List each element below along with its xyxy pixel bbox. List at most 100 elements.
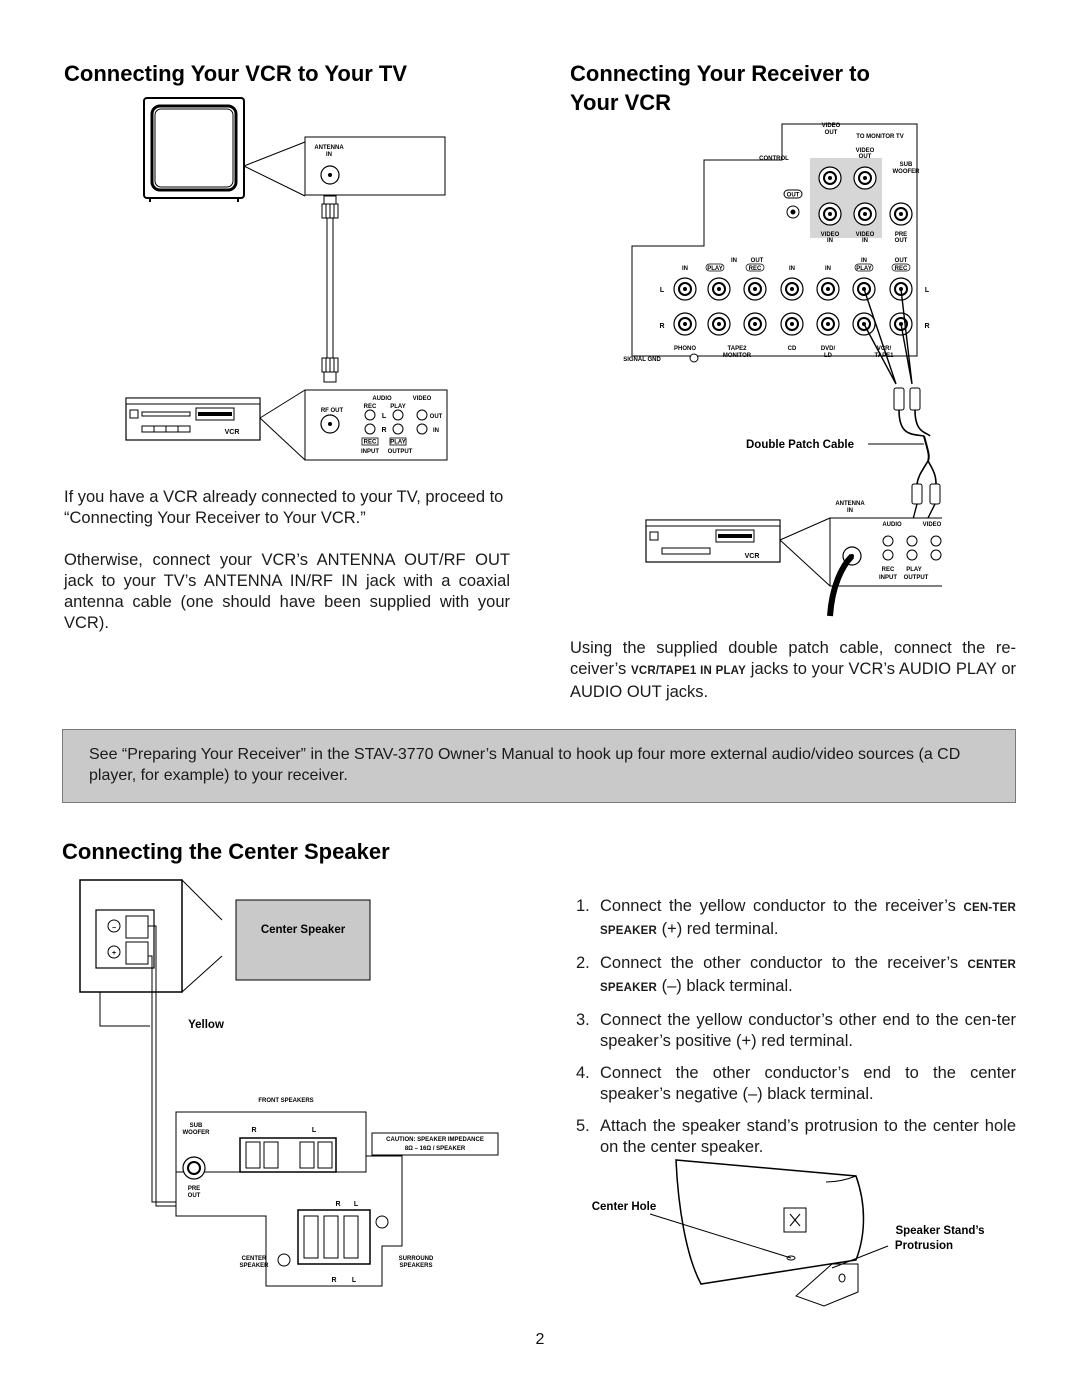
video-jacks [818,166,913,226]
step-2: 2.Connect the other conductor to the rec… [576,954,1016,995]
note-text: See “Preparing Your Receiver” in the STA… [89,746,961,784]
svg-text:CD: CD [788,346,797,352]
receiver-vcr-para: Using the supplied double patch cable, c… [570,639,1016,701]
svg-text:IN: IN [789,266,795,272]
svg-text:OUT: OUT [895,258,908,264]
svg-text:L: L [352,1277,357,1284]
svg-text:IN: IN [682,266,688,272]
center-speaker-diagram: − + Center Speaker Yellow FRONT SPEAKERS… [79,879,499,1287]
svg-text:PLAY: PLAY [390,440,405,446]
svg-text:PLAY: PLAY [856,266,871,272]
center-speaker-terminal-label: SPEAKER [239,1263,269,1269]
svg-text:IN: IN [827,238,833,244]
heading-vcr-to-tv: Connecting Your VCR to Your TV [64,61,408,86]
svg-text:PRE: PRE [895,232,907,238]
svg-text:VIDEO: VIDEO [821,232,840,238]
step-4: 4.Connect the other conductor’s end to t… [576,1064,1016,1103]
svg-text:VCR: VCR [745,553,760,560]
to-monitor-tv-label: TO MONITOR TV [856,134,903,140]
svg-text:R: R [659,323,664,330]
svg-text:OUTPUT: OUTPUT [904,575,929,581]
svg-text:R: R [924,323,929,330]
rf-out-label: RF OUT [321,408,344,414]
svg-text:TAPE1: TAPE1 [875,353,895,359]
l-label: L [382,413,387,420]
tv-illustration [143,97,245,202]
ground-icon [689,353,699,363]
svg-text:PLAY: PLAY [707,266,722,272]
yellow-label: Yellow [188,1019,224,1031]
audio-jacks [673,277,913,336]
svg-text:OUT: OUT [188,1193,201,1199]
svg-text:DVD/: DVD/ [821,346,836,352]
svg-text:TAPE2: TAPE2 [728,346,748,352]
heading-receiver-to-vcr-line-2: Your VCR [570,90,672,115]
svg-text:PHONO: PHONO [674,346,696,352]
svg-text:REC: REC [364,440,377,446]
svg-text:SUB: SUB [900,162,913,168]
svg-text:SUB: SUB [190,1123,203,1129]
input-label: INPUT [361,449,379,455]
double-patch-cable-label: Double Patch Cable [746,439,854,451]
svg-text:VIDEO: VIDEO [856,232,875,238]
svg-text:OUT: OUT [895,238,908,244]
svg-text:REC: REC [749,266,762,272]
vcr-tv-para-2: Otherwise, connect your VCR’s ANTENNA OU… [64,551,510,632]
svg-text:ANTENNA: ANTENNA [835,501,865,507]
impedance-label: 8Ω – 16Ω / SPEAKER [405,1146,466,1152]
svg-text:R: R [335,1201,340,1208]
svg-text:REC: REC [895,266,908,272]
step-1: 1.Connect the yellow conductor to the re… [576,897,1016,938]
svg-text:L: L [660,287,665,294]
note-box: See “Preparing Your Receiver” in the STA… [62,729,1016,803]
svg-text:CENTER: CENTER [242,1256,267,1262]
r-label: R [381,427,386,434]
control-label: CONTROL [759,156,789,162]
svg-text:LD: LD [824,353,833,359]
vcr-tv-diagram: ANTENNA IN VCR RF OUT AUDIO VIDEO REC PL… [125,97,448,461]
output-label: OUTPUT [388,449,413,455]
front-speakers-label: FRONT SPEAKERS [258,1098,313,1104]
sub-woofer-label: WOOFER [893,169,921,175]
in-label: IN [433,428,439,434]
svg-text:OUT: OUT [787,193,800,199]
svg-text:IN: IN [847,508,853,514]
vcr-illustration: VCR [125,397,261,441]
heading-receiver-to-vcr-line-1: Connecting Your Receiver to [570,61,870,86]
out-label: OUT [430,414,443,420]
caution-label: CAUTION: SPEAKER IMPEDANCE [386,1137,484,1143]
svg-text:REC: REC [882,567,895,573]
svg-text:L: L [312,1127,317,1134]
svg-text:IN: IN [862,238,868,244]
svg-text:INPUT: INPUT [879,575,897,581]
svg-text:IN: IN [825,266,831,272]
receiver-vcr-diagram: VIDEO OUT TO MONITOR TV CONTROL VIDEO OU… [623,123,942,617]
svg-text:IN: IN [861,258,867,264]
surround-speakers-label: SPEAKERS [399,1263,432,1269]
svg-text:AUDIO: AUDIO [882,522,902,528]
svg-text:WOOFER: WOOFER [183,1130,211,1136]
antenna-in-label: ANTENNA [314,145,344,151]
svg-text:PRE: PRE [188,1186,200,1192]
svg-text:VIDEO: VIDEO [923,522,942,528]
svg-text:−: − [112,925,116,932]
audio-label: AUDIO [372,396,392,402]
svg-text:OUT: OUT [859,154,872,160]
speaker-stand-diagram: Center Hole Speaker Stand’s Protrusion [592,1159,985,1307]
svg-text:VIDEO: VIDEO [856,148,875,154]
svg-text:L: L [354,1201,359,1208]
video-out-label: VIDEO [822,123,841,129]
svg-text:OUT: OUT [825,130,838,136]
antenna-in-label-2: IN [326,152,332,158]
svg-text:L: L [925,287,930,294]
step-3: 3.Connect the yellow conductor’s other e… [576,1011,1016,1050]
center-speaker-steps: 1.Connect the yellow conductor to the re… [576,896,1016,1169]
stand-protrusion-label: Protrusion [895,1240,953,1252]
vcr-label: VCR [225,429,240,436]
svg-text:MONITOR: MONITOR [723,353,752,359]
svg-text:PLAY: PLAY [906,567,921,573]
heading-center-speaker: Connecting the Center Speaker [62,839,390,864]
vcr-tv-para-1: If you have a VCR already connected to y… [64,488,504,527]
video-label: VIDEO [413,396,432,402]
center-hole-label: Center Hole [592,1201,657,1213]
